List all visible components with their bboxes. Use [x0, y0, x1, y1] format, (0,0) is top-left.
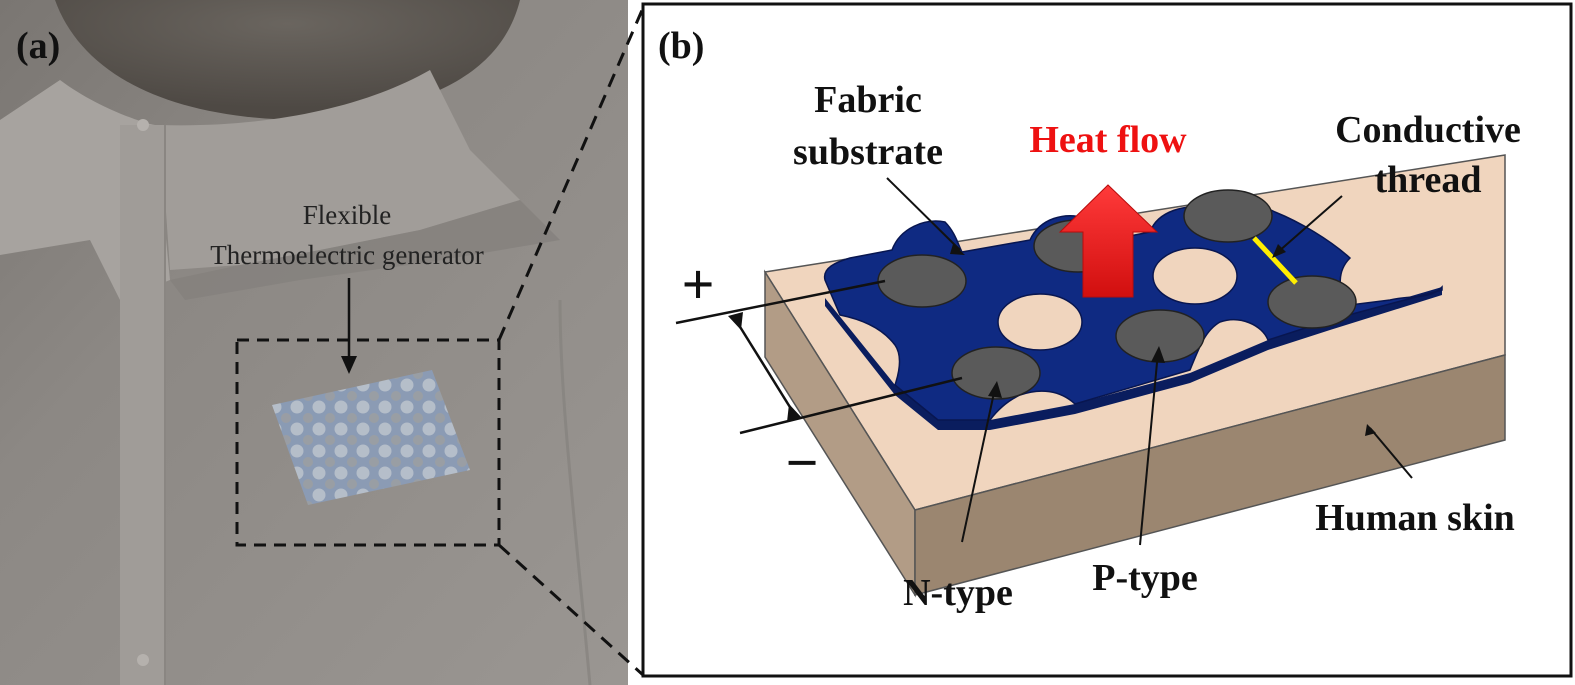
minus-label: −: [785, 430, 818, 495]
shirt-button-2: [137, 654, 149, 666]
p-type-leader-head: [1151, 346, 1165, 363]
teg-annotation-line1: Flexible: [303, 200, 392, 230]
voltage-arrowhead-bottom: [787, 404, 802, 422]
p-type-label: P-type: [1092, 557, 1198, 599]
collar-shadow: [170, 200, 560, 300]
leg-n-left: [877, 254, 967, 308]
n-type-leader-head: [988, 381, 1002, 398]
leg-top-right: [1183, 189, 1273, 243]
placket: [120, 125, 165, 685]
wire-negative: [739, 376, 963, 435]
hole-1: [997, 293, 1083, 351]
flexible-teg-patch: [272, 370, 470, 505]
teg-annotation-arrowhead: [341, 356, 357, 374]
shirt-button-1: [137, 119, 149, 131]
skin-leader-head: [1365, 424, 1376, 436]
zoom-box: [235, 338, 501, 547]
heat-flow-label: Heat flow: [1029, 119, 1187, 161]
zoom-line-bottom: [497, 543, 645, 677]
human-skin-label: Human skin: [1315, 497, 1515, 539]
conductive-label-line2: thread: [1375, 159, 1482, 201]
panel-b-label: (b): [658, 25, 704, 67]
skin-leader: [1369, 427, 1413, 479]
conductive-label-line1: Conductive: [1335, 109, 1521, 151]
fabric-leader-head: [950, 244, 965, 255]
zoom-line-top: [497, 7, 645, 341]
wire-positive: [675, 279, 886, 325]
n-type-leader: [961, 387, 996, 543]
voltage-arrow: [735, 321, 795, 413]
conductive-leader: [1277, 195, 1343, 253]
fabric-label-line2: substrate: [793, 131, 943, 173]
collar-right: [160, 70, 520, 270]
heat-flow-arrow: [1058, 184, 1159, 298]
fabric-leader: [886, 177, 961, 251]
conductive-leader-head: [1272, 244, 1286, 258]
fabric-label-line1: Fabric: [814, 79, 922, 121]
n-type-label: N-type: [903, 572, 1013, 614]
p-type-leader: [1139, 351, 1159, 546]
teg-annotation-line2: Thermoelectric generator: [210, 240, 484, 270]
skin-side-face: [914, 354, 1506, 596]
panel-b: (b): [641, 2, 1573, 678]
plus-label: +: [681, 252, 714, 317]
shirt-fold: [558, 299, 592, 685]
hole-2: [1152, 247, 1238, 305]
leg-right: [1267, 275, 1357, 329]
panel-a-label: (a): [16, 25, 60, 67]
conductive-thread: [1252, 236, 1298, 285]
panel-a: (a) Flexible Thermoelectric generator: [0, 0, 628, 685]
leg-n-bottom: [951, 346, 1041, 400]
voltage-arrowhead-top: [728, 312, 743, 330]
